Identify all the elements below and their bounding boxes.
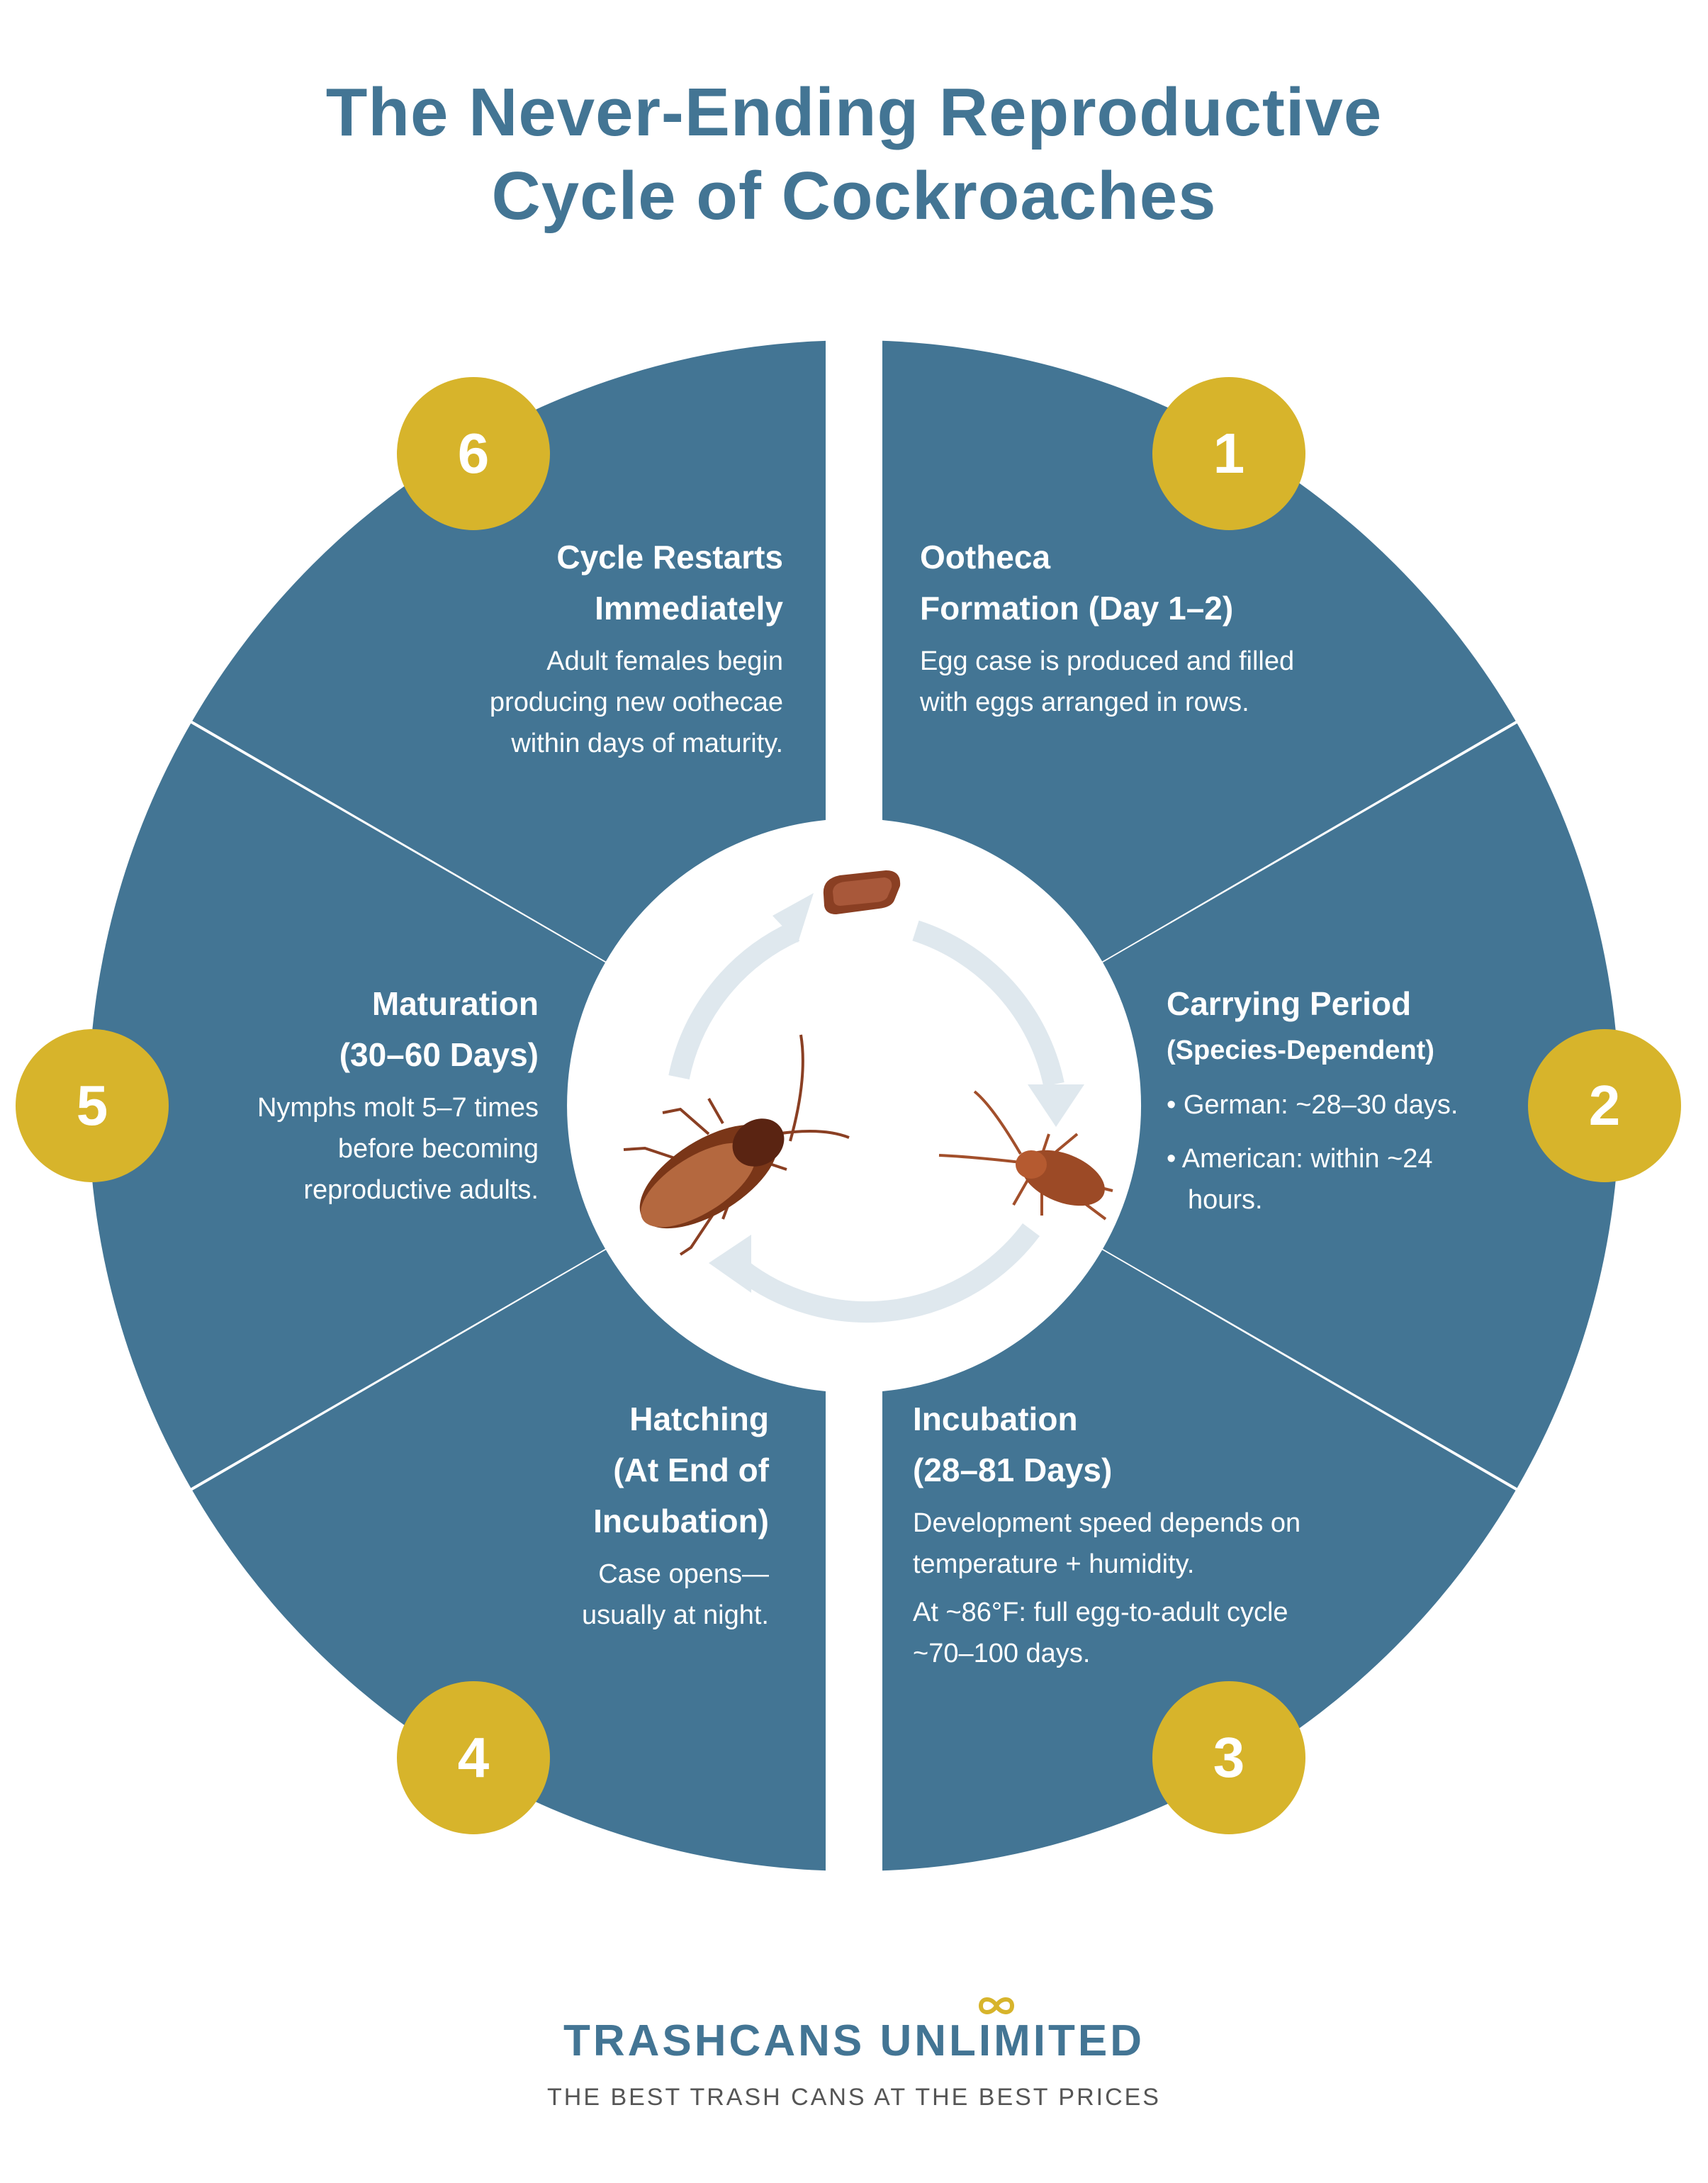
- segment-5: [88, 617, 811, 1594]
- step-5-badge: 5: [16, 1029, 169, 1182]
- arrowhead-right-icon: [1028, 1084, 1084, 1127]
- page-title: The Never-Ending Reproductive Cycle of C…: [0, 71, 1708, 238]
- step-1-text: Ootheca Formation (Day 1–2) Egg case is …: [920, 532, 1317, 723]
- step-2-bullet-1: • German: ~28–30 days.: [1167, 1090, 1459, 1120]
- arrowhead-bottom-icon: [709, 1235, 751, 1293]
- cycle-arrow-icon: [668, 920, 1064, 1323]
- brand-name: TRASHCANS UNLIMITED: [563, 2016, 1145, 2065]
- nymph-cockroach-icon: [938, 1090, 1113, 1220]
- step-4-badge: 4: [397, 1681, 550, 1834]
- step-2-badge: 2: [1528, 1029, 1681, 1182]
- step-6-heading-line-2: Immediately: [595, 590, 783, 627]
- step-5-body: Nymphs molt 5–7 times before becoming re…: [257, 1093, 539, 1205]
- step-4-heading-line-1: Hatching: [629, 1401, 769, 1437]
- step-5-heading-line-2: (30–60 Days): [339, 1036, 539, 1073]
- step-3-heading-line-1: Incubation: [913, 1401, 1078, 1437]
- infinity-icon: [978, 1997, 1015, 2014]
- step-5-heading-line-1: Maturation: [371, 985, 539, 1022]
- step-2-heading-line-1: Carrying Period: [1167, 985, 1412, 1022]
- ootheca-egg-case-icon: [823, 870, 901, 914]
- title-line-1: The Never-Ending Reproductive: [325, 74, 1383, 150]
- step-2-heading-line-2: (Species-Dependent): [1167, 1036, 1434, 1065]
- step-3-heading-line-2: (28–81 Days): [913, 1452, 1113, 1488]
- step-3-badge: 3: [1152, 1681, 1305, 1834]
- step-6-badge: 6: [397, 377, 550, 530]
- step-4-text: Hatching (At End of Incubation) Case ope…: [383, 1393, 769, 1636]
- step-3-body: Development speed depends on temperature…: [913, 1508, 1301, 1579]
- step-3-body-2: At ~86°F: full egg-to-adult cycle ~70–10…: [913, 1598, 1288, 1668]
- title-line-2: Cycle of Cockroaches: [491, 158, 1217, 234]
- step-1-badge: 1: [1152, 377, 1305, 530]
- arrowhead-top-icon: [772, 893, 814, 943]
- step-6-heading-line-1: Cycle Restarts: [556, 539, 783, 576]
- step-1-body: Egg case is produced and filled with egg…: [920, 646, 1295, 717]
- step-4-heading-line-3: Incubation): [593, 1503, 769, 1539]
- step-2-text: Carrying Period (Species-Dependent) • Ge…: [1167, 978, 1507, 1220]
- step-6-body: Adult females begin producing new oothec…: [489, 646, 783, 758]
- segment-2: [897, 617, 1619, 1594]
- step-2-bullet-2: • American: within ~24 hours.: [1167, 1144, 1433, 1215]
- brand-logo: TRASHCANS UNLIMITED THE BEST TRASH CANS …: [0, 2013, 1708, 2111]
- step-6-text: Cycle Restarts Immediately Adult females…: [397, 532, 783, 764]
- step-4-body: Case opens—usually at night.: [581, 1559, 769, 1630]
- step-1-heading-line-2: Formation (Day 1–2): [920, 590, 1234, 627]
- brand-tagline: THE BEST TRASH CANS AT THE BEST PRICES: [547, 2084, 1161, 2111]
- step-4-heading-line-2: (At End of: [613, 1452, 769, 1488]
- step-3-text: Incubation (28–81 Days) Development spee…: [913, 1393, 1352, 1674]
- step-1-heading-line-1: Ootheca: [920, 539, 1051, 576]
- step-5-text: Maturation (30–60 Days) Nymphs molt 5–7 …: [170, 978, 539, 1211]
